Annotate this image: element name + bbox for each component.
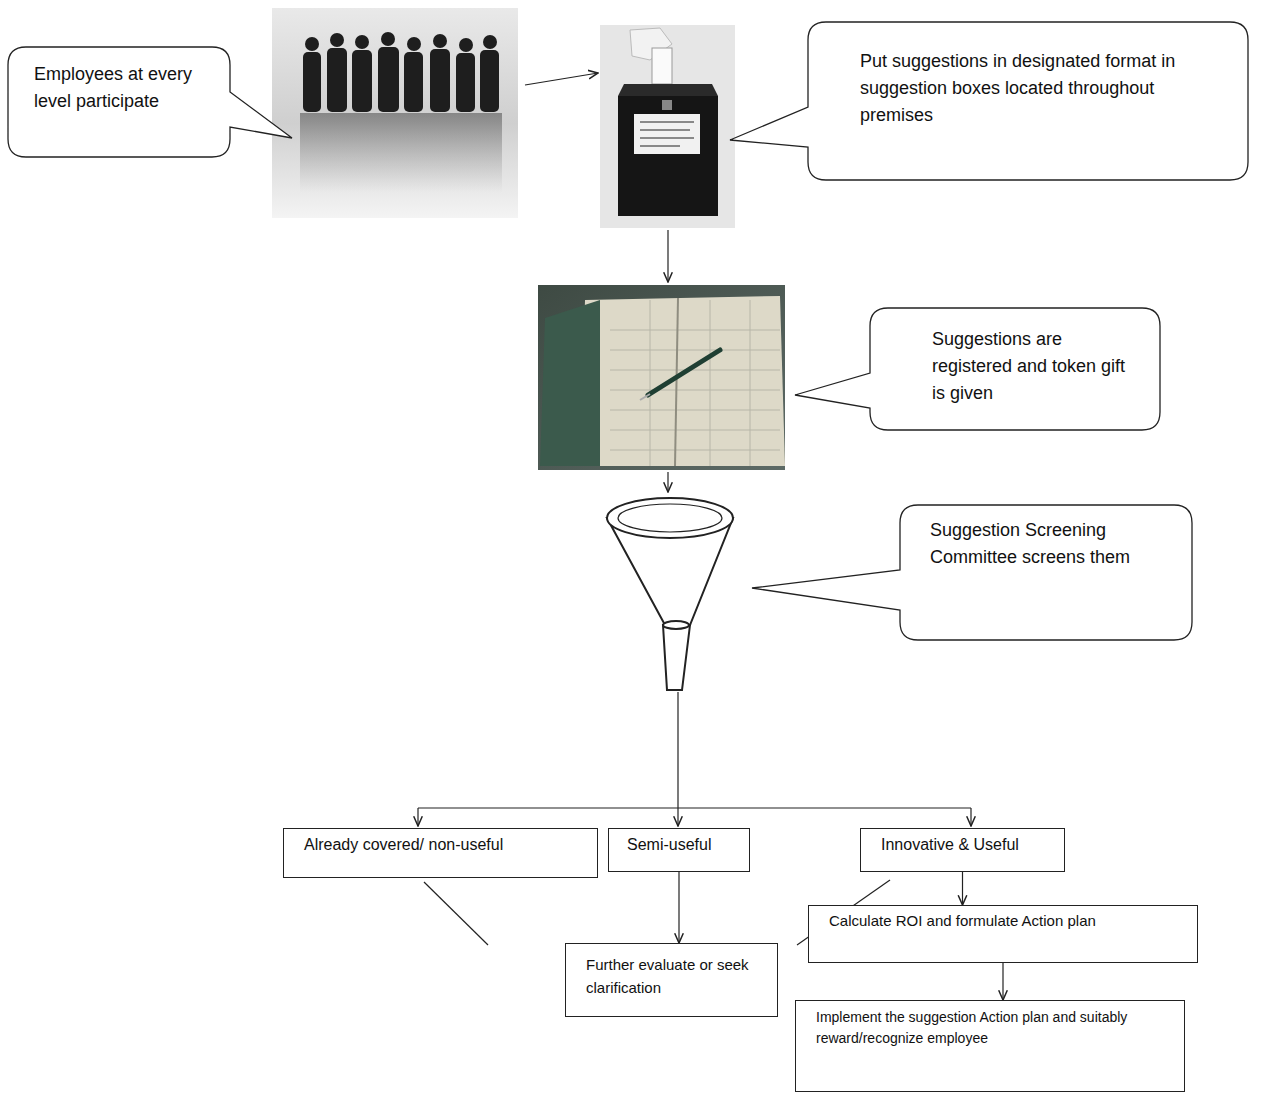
process-box: Semi-useful — [608, 828, 750, 872]
node-text: Semi-useful — [627, 833, 741, 857]
bubble-outline-path — [8, 47, 292, 157]
ledger-picture — [538, 285, 785, 470]
process-box: Calculate ROI and formulate Action plan — [808, 905, 1198, 963]
connector-arrow — [962, 872, 963, 905]
bubble-outline-path — [795, 308, 1160, 430]
callout-bubble: Suggestions are registered and token gif… — [870, 308, 1160, 430]
node-text: Put suggestions in designated format in … — [860, 48, 1220, 129]
process-box: Further evaluate or seek clarification — [565, 943, 778, 1017]
people-picture — [272, 8, 518, 218]
funnel-picture — [607, 498, 733, 690]
node-text: Implement the suggestion Action plan and… — [816, 1007, 1174, 1049]
node-text: Already covered/ non-useful — [304, 833, 587, 857]
callout-bubble: Put suggestions in designated format in … — [808, 22, 1248, 180]
node-text: Suggestion Screening Committee screens t… — [930, 517, 1170, 571]
suggestion-box-picture — [600, 25, 735, 228]
process-box: Already covered/ non-useful — [283, 828, 598, 878]
node-text: Innovative & Useful — [881, 833, 1056, 857]
node-text: Further evaluate or seek clarification — [586, 954, 769, 999]
process-box: Implement the suggestion Action plan and… — [795, 1000, 1185, 1092]
callout-bubble: Suggestion Screening Committee screens t… — [900, 505, 1192, 640]
flow-arrow — [418, 73, 971, 826]
connector-arrow — [678, 872, 679, 943]
bubble-outline-path — [730, 22, 1248, 180]
bubble-outline — [808, 22, 1248, 180]
process-box: Innovative & Useful — [860, 828, 1065, 872]
connector-arrow — [1002, 963, 1003, 1000]
node-text: Employees at every level participate — [34, 61, 212, 115]
node-text: Calculate ROI and formulate Action plan — [829, 910, 1187, 933]
bubble-outline-path — [752, 505, 1192, 640]
callout-bubble: Employees at every level participate — [8, 47, 230, 157]
node-text: Suggestions are registered and token gif… — [932, 326, 1138, 407]
